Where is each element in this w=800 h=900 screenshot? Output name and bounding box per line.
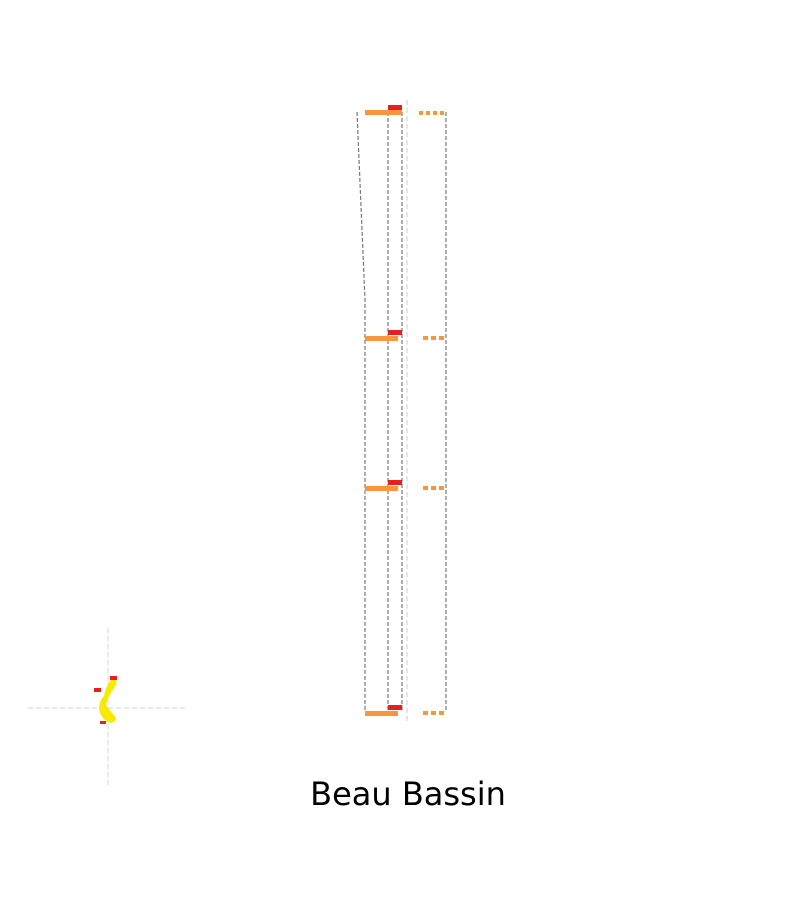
column-outline <box>356 111 447 712</box>
locator-red-mark-mid <box>94 688 101 692</box>
left-slanted-outline <box>356 111 366 712</box>
level-4-red-cap <box>388 705 402 710</box>
level-3 <box>365 480 446 491</box>
level-4-orange-bar <box>365 711 398 716</box>
level-4 <box>365 705 446 716</box>
locator-red-mark-bottom <box>100 721 106 724</box>
level-1-orange-bar <box>365 110 402 115</box>
level-2 <box>365 330 446 341</box>
location-title: Beau Bassin <box>310 775 506 813</box>
locator-yellow-shape <box>99 676 117 723</box>
level-1-red-cap <box>388 105 402 110</box>
level-1 <box>365 105 446 115</box>
locator-red-mark-top <box>110 676 117 680</box>
level-3-red-cap <box>388 480 402 485</box>
level-3-orange-bar <box>365 486 398 491</box>
locator-inset <box>28 628 188 788</box>
level-2-orange-bar <box>365 336 398 341</box>
level-2-red-cap <box>388 330 402 335</box>
